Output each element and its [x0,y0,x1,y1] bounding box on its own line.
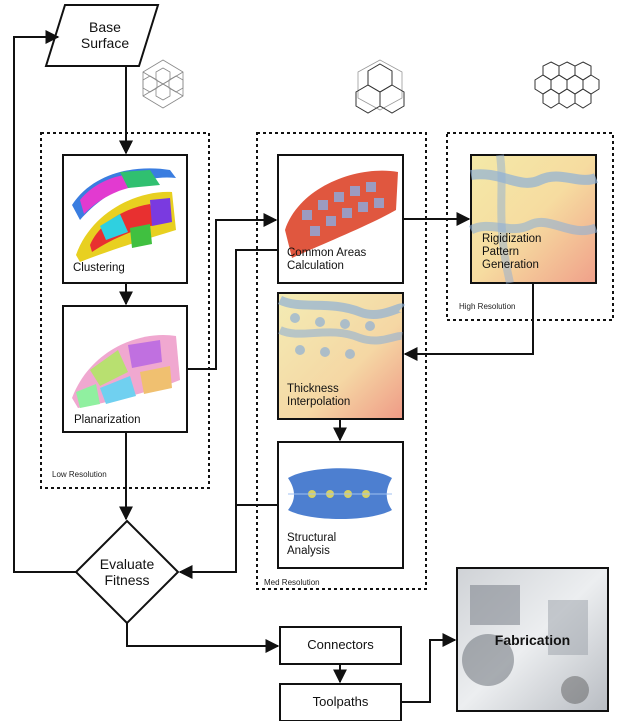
clustering-label: Clustering [73,262,125,274]
structural-label-2: Analysis [287,545,330,557]
thickness-label-1: Thickness [287,383,339,395]
common-areas-node [277,154,404,284]
thickness-node [277,292,407,420]
toolpaths-label: Toolpaths [312,694,369,709]
base-surface-node [44,4,160,67]
rigidization-label-3: Generation [482,259,539,271]
base-surface-label-1: Base [89,19,121,35]
hex-mesh-coarse-icon [534,61,600,109]
planarization-label: Planarization [74,414,141,426]
base-surface-label-2: Surface [80,35,130,51]
rigidization-label-1: Rigidization [482,233,542,245]
high-resolution-label: High Resolution [459,302,516,311]
common-areas-label-1: Common Areas [287,247,367,259]
fabrication-node [456,567,609,712]
rigidization-label-2: Pattern [482,246,520,258]
group-med-resolution [256,132,427,590]
flow-arrows [13,30,534,703]
connectors-label: Connectors [307,637,374,652]
planarization-node [62,305,188,433]
fabrication-label: Fabrication [494,632,571,648]
med-resolution-label: Med Resolution [264,578,320,587]
low-resolution-label: Low Resolution [52,470,107,479]
group-high-resolution [446,132,614,321]
rigidization-node [468,154,598,284]
thickness-label-2: Interpolation [287,396,351,408]
hex-mesh-fine-icon [142,59,184,109]
common-areas-label-2: Calculation [287,260,344,272]
evaluate-label-2: Fitness [104,572,150,588]
clustering-node [62,154,188,284]
hex-mesh-medium-icon [355,59,405,114]
structural-label-1: Structural [287,532,337,544]
evaluate-label-1: Evaluate [99,556,155,572]
